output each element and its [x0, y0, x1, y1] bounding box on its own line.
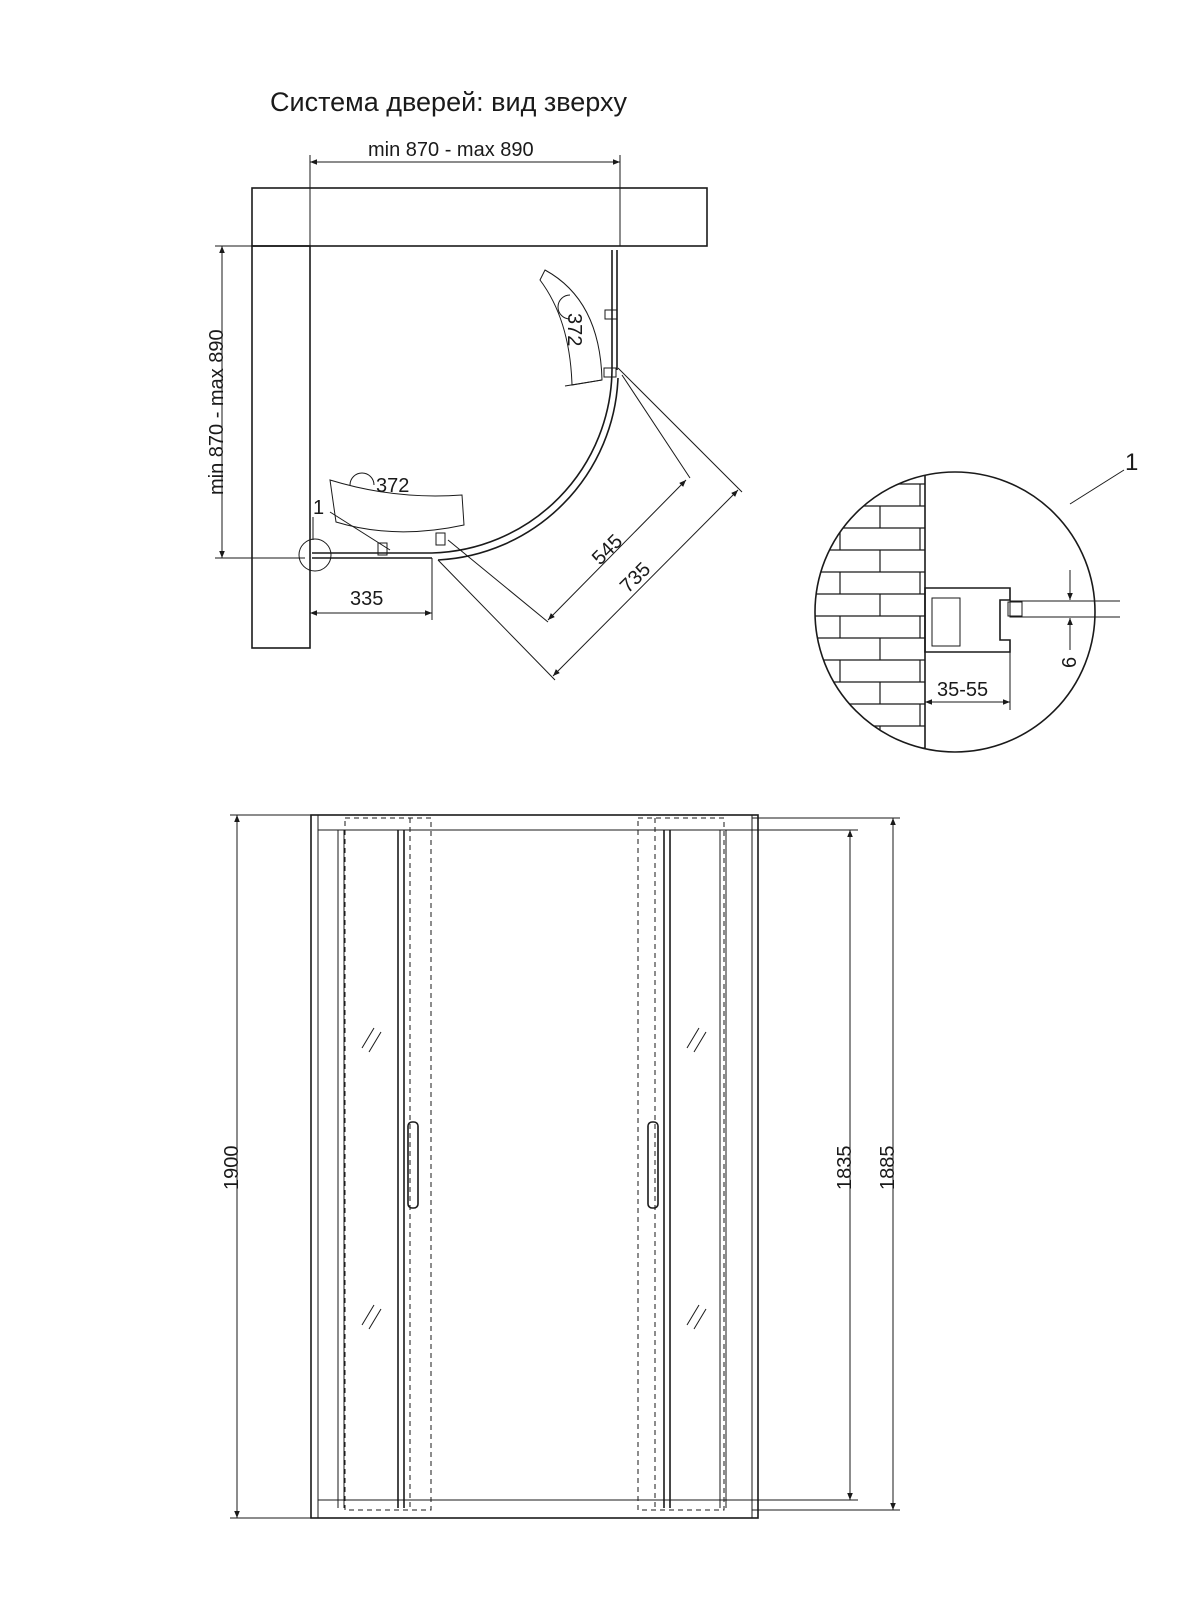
right-rotation-arc-icon — [557, 294, 571, 320]
drawing-title: Система дверей: вид зверху — [270, 87, 627, 117]
left-door-rotation-label: 372 — [376, 475, 409, 497]
left-door-swing-line — [329, 511, 391, 551]
right-door-rotation-label: 372 — [563, 313, 585, 346]
wall-profile-inner — [931, 597, 961, 647]
outer-diagonal-ext-1 — [437, 559, 556, 681]
glass-thickness-label: 6 — [1059, 657, 1081, 668]
inner-diagonal-label: 545 — [588, 530, 627, 569]
detail-circle — [814, 471, 1096, 753]
wall-profile — [924, 587, 1011, 653]
detail-callout-leader — [1069, 469, 1125, 505]
inner-diagonal-ext-2 — [621, 374, 691, 479]
profile-adjustment-label: 35-55 — [937, 679, 988, 701]
top-view: min 870 - max 890 min 870 - max 890 372 … — [206, 139, 743, 681]
detail-view: 1 35-55 6 — [814, 449, 1138, 753]
curved-door-track-outer — [437, 377, 619, 561]
left-wall — [251, 245, 311, 649]
profile-clip — [1007, 601, 1023, 617]
left-door-handle — [407, 1121, 419, 1209]
inner-diagonal-ext-1 — [447, 539, 549, 623]
right-door-outline — [637, 817, 725, 1511]
width-range-label: min 870 - max 890 — [368, 139, 534, 161]
door-height-label: 1835 — [834, 1146, 856, 1191]
outer-diagonal-line — [552, 489, 739, 677]
panel-height-label: 1885 — [877, 1146, 899, 1191]
total-height-label: 1900 — [221, 1146, 243, 1191]
glass-mark-1 — [361, 1027, 382, 1053]
hinge-right-1 — [604, 309, 618, 320]
detail-wall-bricks — [815, 472, 925, 752]
detail-callout-number: 1 — [1125, 449, 1138, 476]
glass-mark-3 — [686, 1027, 707, 1053]
depth-range-label: min 870 - max 890 — [206, 329, 228, 495]
glass-mark-4 — [686, 1304, 707, 1330]
hinge-left-2 — [435, 532, 446, 546]
left-door-swing-zone — [329, 479, 465, 533]
left-door-outline — [344, 817, 432, 1511]
outer-diagonal-label: 735 — [616, 558, 655, 597]
callout-marker-label: 1 — [313, 497, 324, 519]
top-wall — [251, 187, 708, 247]
hinge-left-1 — [377, 542, 388, 556]
right-door-swing-line — [564, 379, 603, 387]
glass-mark-2 — [361, 1304, 382, 1330]
fixed-panel-label: 335 — [350, 588, 383, 610]
callout-circle-small — [298, 538, 332, 572]
outer-diagonal-ext-2 — [617, 367, 743, 493]
front-view: 1900 1835 1885 — [221, 814, 900, 1519]
left-rotation-arc-icon — [349, 472, 375, 486]
hinge-right-2 — [603, 367, 617, 378]
front-frame — [310, 814, 759, 1519]
glass-section — [1009, 600, 1095, 618]
right-door-handle — [647, 1121, 659, 1209]
